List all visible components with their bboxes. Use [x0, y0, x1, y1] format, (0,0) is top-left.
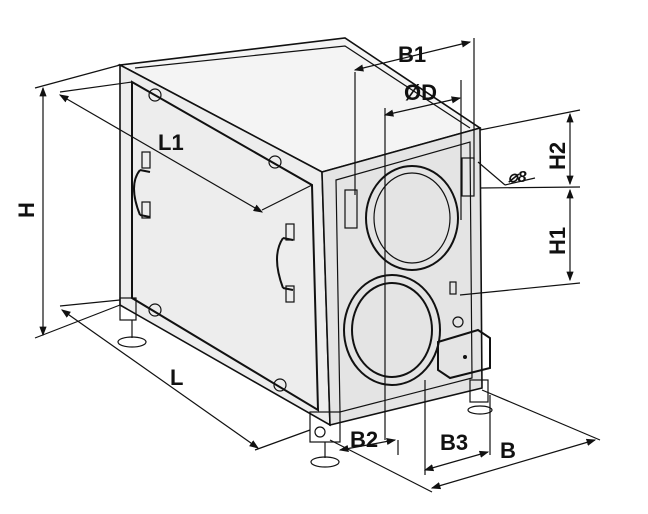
- label-L1: L1: [158, 130, 184, 155]
- label-B3: B3: [440, 430, 468, 455]
- label-H2: H2: [545, 142, 570, 170]
- label-H: H: [14, 202, 39, 218]
- label-B: B: [500, 438, 516, 463]
- upper-duct: [365, 165, 459, 271]
- front-frame: [335, 141, 473, 413]
- latch-icon: [268, 155, 282, 169]
- bracket: [285, 285, 295, 303]
- label-hole-diameter: ⌀8: [508, 169, 527, 186]
- label-L: L: [170, 365, 183, 390]
- lower-duct: [343, 274, 441, 386]
- latch-icon: [273, 378, 287, 392]
- control-box: [437, 328, 491, 380]
- label-B2: B2: [350, 427, 378, 452]
- label-B1: B1: [398, 42, 426, 67]
- bracket: [285, 223, 295, 241]
- label-D: ØD: [404, 80, 437, 105]
- dimension-lines: [34, 38, 601, 493]
- mount-bracket: [461, 157, 475, 197]
- indicator: [449, 281, 457, 295]
- mount-bracket: [344, 189, 358, 229]
- cable-gland: [452, 316, 464, 328]
- label-H1: H1: [545, 227, 570, 255]
